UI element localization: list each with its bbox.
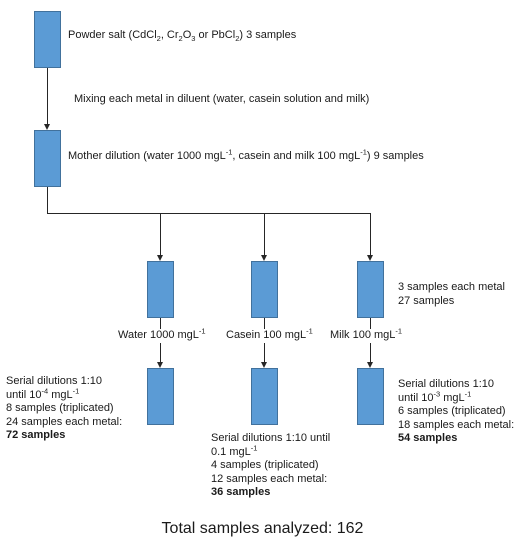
water-serial-description: Serial dilutions 1:10 until 10-4 mgL-1 8…: [6, 375, 123, 441]
casein-concentration-label: Casein 100 mgL-1: [225, 326, 314, 343]
connector-horizontal-branch: [47, 213, 371, 214]
arrow-head-water: [157, 255, 163, 261]
casein-serial-box: [251, 368, 278, 425]
connector-branch-milk: [370, 213, 371, 255]
water-box: [147, 261, 174, 318]
milk-box: [357, 261, 384, 318]
water-concentration-label: Water 1000 mgL-1: [117, 326, 207, 343]
mother-dilution-box: [34, 130, 61, 187]
powder-salt-label: Powder salt (CdCl2, Cr2O3 or PbCl2) 3 sa…: [68, 29, 297, 44]
casein-box: [251, 261, 278, 318]
water-serial-box: [147, 368, 174, 425]
total-samples-label: Total samples analyzed: 162: [161, 520, 364, 537]
powder-salt-box: [34, 11, 61, 68]
mother-dilution-label: Mother dilution (water 1000 mgL-1, casei…: [68, 147, 424, 162]
connector-branch-water: [160, 213, 161, 255]
arrow-head-casein: [261, 255, 267, 261]
arrow-head-water-serial: [157, 362, 163, 368]
arrow-head-milk: [367, 255, 373, 261]
arrow-head-casein-serial: [261, 362, 267, 368]
connector-powder-to-mother: [47, 68, 48, 124]
milk-concentration-label: Milk 100 mgL-1: [329, 326, 404, 343]
mixing-label: Mixing each metal in diluent (water, cas…: [74, 93, 370, 105]
connector-branch-casein: [264, 213, 265, 255]
casein-serial-description: Serial dilutions 1:10 until 0.1 mgL-1 4 …: [211, 432, 331, 498]
arrow-head-milk-serial: [367, 362, 373, 368]
samples-each-metal-note: 3 samples each metal 27 samples: [398, 281, 505, 307]
arrow-head-mother: [44, 124, 50, 130]
connector-mother-down: [47, 187, 48, 214]
milk-serial-box: [357, 368, 384, 425]
milk-serial-description: Serial dilutions 1:10 until 10-3 mgL-1 6…: [398, 378, 515, 444]
